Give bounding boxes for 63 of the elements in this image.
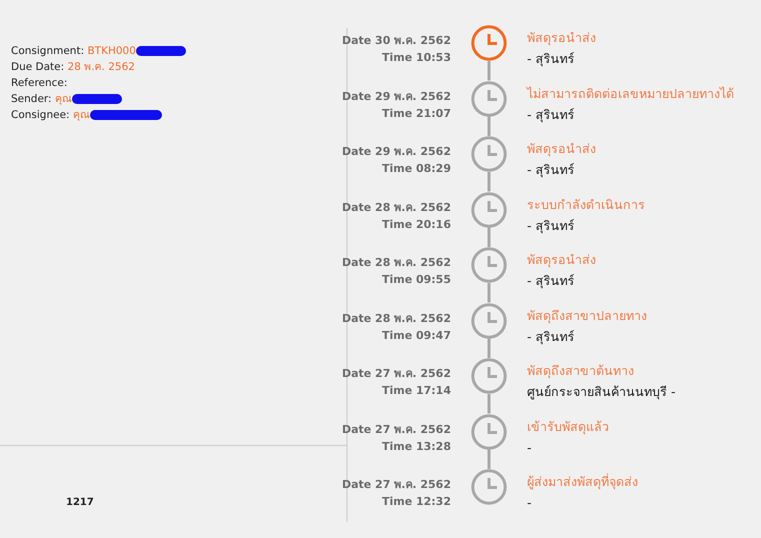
clock-icon [471, 414, 507, 450]
field-label: Reference: [11, 77, 68, 89]
location-text: ศูนย์กระจายสินค้านนทบุรี - [527, 383, 676, 401]
time-text: Time 17:14 [380, 383, 451, 399]
location-text: - สุรินทร์ [527, 50, 574, 68]
field-value: คุณ [72, 109, 90, 121]
field-value: 28 พ.ค. 2562 [68, 61, 135, 73]
field-label: Consignee: [11, 109, 70, 121]
time-text: Time 21:07 [380, 106, 451, 122]
clock-icon [471, 80, 507, 116]
time-text: Time 09:47 [380, 328, 451, 344]
location-text: - [527, 494, 532, 512]
clock-icon [471, 192, 507, 228]
field-label: Sender: [11, 93, 52, 105]
status-text: ระบบกำลังดำเนินการ [527, 196, 645, 214]
time-text: Time 13:28 [380, 438, 451, 454]
date-text: Date 28 พ.ค. 2562 [340, 310, 451, 326]
location-text: - สุรินทร์ [527, 106, 574, 124]
clock-icon [471, 136, 507, 172]
status-text: พัสดุถึงสาขาต้นทาง [527, 362, 634, 380]
status-text: พัสดุรอนำส่ง [527, 140, 596, 158]
phone-number: 1217 [66, 496, 94, 510]
clock-icon [471, 469, 507, 505]
status-text: พัสดุรอนำส่ง [527, 29, 596, 47]
location-text: - [527, 438, 532, 456]
status-text: ผู้ส่งมาส่งพัสดุที่จุดส่ง [527, 473, 638, 491]
location-text: - สุรินทร์ [527, 272, 574, 290]
time-text: Time 10:53 [380, 50, 451, 66]
status-text: พัสดุถึงสาขาปลายทาง [527, 306, 647, 324]
date-text: Date 28 พ.ค. 2562 [340, 255, 451, 271]
time-text: Time 09:55 [380, 272, 451, 288]
clock-icon [471, 247, 507, 283]
field-value: คุณ [54, 93, 72, 105]
status-text: ไม่สามารถติดต่อเลขหมายปลายทางได้ [527, 84, 734, 102]
status-text: พัสดุรอนำส่ง [527, 251, 596, 269]
date-text: Date 27 พ.ค. 2562 [340, 422, 451, 438]
time-text: Time 20:16 [380, 216, 451, 232]
clock-icon [471, 302, 507, 338]
date-text: Date 27 พ.ค. 2562 [340, 366, 451, 382]
field-label: Consignment: [11, 45, 84, 57]
field-label: Due Date: [11, 61, 64, 73]
timeline-connector [488, 116, 490, 136]
date-text: Date 27 พ.ค. 2562 [340, 477, 451, 493]
clock-icon [471, 25, 507, 61]
timeline-connector [488, 172, 490, 192]
date-text: Date 29 พ.ค. 2562 [340, 88, 451, 104]
timeline-connector [488, 394, 490, 414]
time-text: Time 12:32 [380, 494, 451, 510]
date-text: Date 30 พ.ค. 2562 [340, 33, 451, 49]
timeline-connector [488, 450, 490, 469]
timeline-connector [488, 338, 490, 358]
status-text: เข้ารับพัสดุแล้ว [527, 418, 609, 436]
field-value: BTKH000 [87, 45, 136, 57]
date-text: Date 29 พ.ค. 2562 [340, 144, 451, 160]
clock-icon [471, 358, 507, 394]
time-text: Time 08:29 [380, 161, 451, 177]
location-text: - สุรินทร์ [527, 161, 574, 179]
timeline-connector [488, 228, 490, 247]
location-text: - สุรินทร์ [527, 328, 574, 346]
location-text: - สุรินทร์ [527, 216, 574, 234]
timeline-connector [488, 283, 490, 302]
timeline-connector [488, 61, 490, 80]
date-text: Date 28 พ.ค. 2562 [340, 200, 451, 216]
